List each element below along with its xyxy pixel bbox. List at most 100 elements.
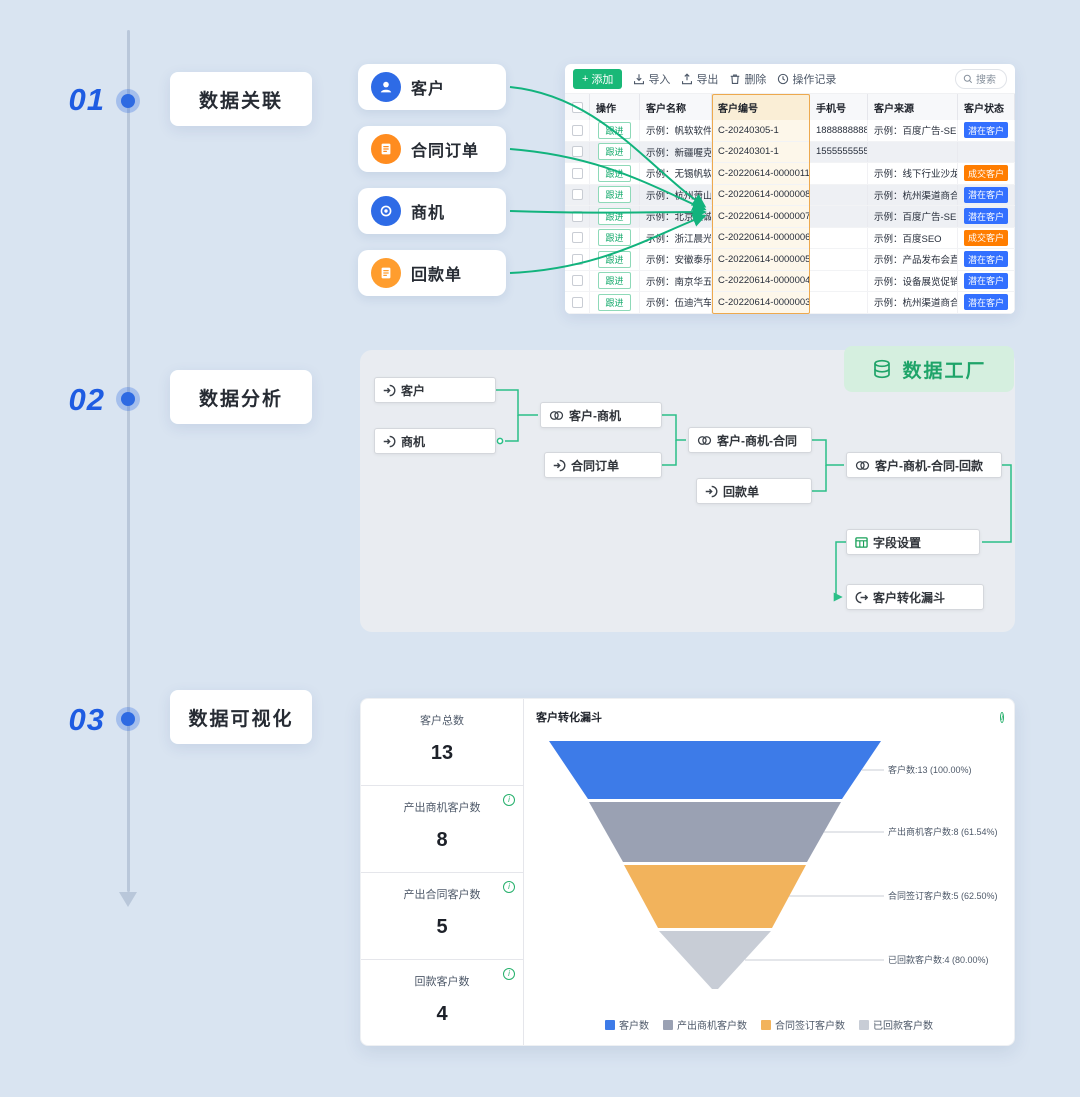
funnel-label: 客户数:13 (100.00%) — [888, 764, 972, 775]
add-button[interactable]: +添加 — [573, 68, 623, 89]
legend-item[interactable]: 合同签订客户数 — [761, 1017, 845, 1032]
legend-label: 产出商机客户数 — [677, 1021, 747, 1032]
search-input[interactable]: 搜索 — [955, 68, 1007, 89]
info-icon[interactable]: i — [503, 794, 515, 806]
follow-button[interactable]: 跟进 — [598, 143, 631, 161]
input-icon — [553, 459, 566, 472]
table-row[interactable]: 跟进示例：南京华五机械C-20220614-0000004示例：设备展览促销会潜… — [565, 270, 1015, 292]
funnel-label: 合同签订客户数:5 (62.50%) — [888, 890, 998, 901]
flow-node-conversion-funnel[interactable]: 客户转化漏斗 — [846, 584, 984, 610]
entity-label: 客户 — [411, 81, 446, 98]
table-row[interactable]: 跟进示例：安徽泰乐集团C-20220614-0000005示例：产品发布会直播潜… — [565, 249, 1015, 271]
row-checkbox[interactable] — [571, 167, 583, 179]
funnel-segment[interactable] — [624, 865, 806, 928]
follow-button[interactable]: 跟进 — [598, 207, 631, 225]
legend-label: 已回款客户数 — [873, 1021, 933, 1032]
timeline-dot-3 — [121, 712, 135, 726]
table-row[interactable]: 跟进示例：北京天诚软件...C-20220614-0000007示例：百度广告-… — [565, 206, 1015, 228]
column-header-source[interactable]: 客户来源 — [868, 94, 958, 120]
legend-item[interactable]: 产出商机客户数 — [663, 1017, 747, 1032]
import-button[interactable]: 导入 — [633, 69, 670, 89]
legend-item[interactable]: 客户数 — [605, 1017, 649, 1032]
follow-button[interactable]: 跟进 — [598, 186, 631, 204]
phone-cell — [810, 270, 868, 291]
flow-node-payment[interactable]: 回款单 — [696, 478, 812, 504]
follow-button[interactable]: 跟进 — [598, 164, 631, 182]
row-checkbox[interactable] — [571, 210, 583, 222]
table-row[interactable]: 跟进示例：帆软软件有限...C-20240305-118888888881示例：… — [565, 120, 1015, 142]
row-checkbox[interactable] — [571, 124, 583, 136]
column-header-customer-name[interactable]: 客户名称 — [640, 94, 712, 120]
operation-log-label: 操作记录 — [792, 73, 837, 86]
timeline-line — [127, 30, 130, 892]
flow-node-customer[interactable]: 客户 — [374, 377, 496, 403]
follow-button[interactable]: 跟进 — [598, 121, 631, 139]
operation-log-button[interactable]: 操作记录 — [777, 69, 836, 89]
receipt-icon — [371, 258, 401, 288]
funnel-segment[interactable] — [549, 741, 881, 799]
source-cell: 示例：百度SEO — [868, 227, 958, 248]
info-icon[interactable]: i — [503, 881, 515, 893]
customer-name-cell: 示例：浙江晨光文具... — [640, 227, 712, 248]
funnel-segment[interactable] — [659, 931, 771, 989]
flow-node-customer-opportunity[interactable]: 客户-商机 — [540, 402, 662, 428]
row-checkbox[interactable] — [571, 232, 583, 244]
entity-card[interactable]: 商机 — [358, 188, 506, 234]
export-label: 导出 — [696, 73, 719, 86]
row-checkbox[interactable] — [571, 189, 583, 201]
info-icon[interactable]: i — [503, 968, 515, 980]
header-checkbox[interactable] — [571, 101, 583, 113]
table-row[interactable]: 跟进示例：无锡帆软软件C-20220614-0000011示例：线下行业沙龙成交… — [565, 163, 1015, 185]
customer-id-cell: C-20240301-1 — [712, 141, 810, 162]
follow-button[interactable]: 跟进 — [598, 272, 631, 290]
delete-button[interactable]: 删除 — [729, 69, 766, 89]
source-cell: 示例：设备展览促销会 — [868, 270, 958, 291]
export-button[interactable]: 导出 — [681, 69, 718, 89]
column-header-operation[interactable]: 操作 — [590, 94, 640, 120]
funnel-segment[interactable] — [589, 802, 841, 862]
legend-item[interactable]: 已回款客户数 — [859, 1017, 933, 1032]
row-checkbox[interactable] — [571, 275, 583, 287]
legend-label: 合同签订客户数 — [775, 1021, 845, 1032]
flow-node-label: 客户转化漏斗 — [873, 590, 946, 605]
follow-button[interactable]: 跟进 — [598, 293, 631, 311]
follow-button[interactable]: 跟进 — [598, 250, 631, 268]
column-header-customer-id[interactable]: 客户编号 — [712, 94, 810, 120]
source-cell — [868, 141, 958, 162]
funnel-label: 产出商机客户数:8 (61.54%) — [888, 826, 998, 837]
customer-name-cell: 示例：无锡帆软软件 — [640, 163, 712, 184]
flow-node-opportunity[interactable]: 商机 — [374, 428, 496, 454]
column-header-phone[interactable]: 手机号 — [810, 94, 868, 120]
customer-name-cell: 示例：伍迪汽车有限... — [640, 292, 712, 313]
phone-cell: 18888888881 — [810, 120, 868, 141]
flow-node-full-join[interactable]: 客户-商机-合同-回款 — [846, 452, 1002, 478]
customer-name-cell: 示例：新疆喔克水果... — [640, 141, 712, 162]
flow-node-field-settings[interactable]: 字段设置 — [846, 529, 980, 555]
follow-button[interactable]: 跟进 — [598, 229, 631, 247]
add-button-label: 添加 — [591, 73, 614, 86]
customer-name-cell: 示例：安徽泰乐集团 — [640, 249, 712, 270]
customer-id-cell: C-20220614-0000011 — [712, 163, 810, 184]
table-row[interactable]: 跟进示例：浙江晨光文具...C-20220614-0000006示例：百度SEO… — [565, 227, 1015, 249]
customer-id-cell: C-20220614-0000008 — [712, 184, 810, 205]
stat-label: 产出商机客户数 — [403, 802, 481, 814]
row-checkbox[interactable] — [571, 296, 583, 308]
flow-node-customer-opportunity-contract[interactable]: 客户-商机-合同 — [688, 427, 812, 453]
status-badge: 潜在客户 — [964, 294, 1009, 311]
entity-card[interactable]: 回款单 — [358, 250, 506, 296]
entity-card[interactable]: 合同订单 — [358, 126, 506, 172]
table-header-row: 操作 客户名称 客户编号 手机号 客户来源 客户状态 — [565, 94, 1015, 120]
table-row[interactable]: 跟进示例：杭州萧山国际...C-20220614-0000008示例：杭州渠道商… — [565, 184, 1015, 206]
stat-value: 13 — [430, 742, 454, 764]
row-checkbox[interactable] — [571, 146, 583, 158]
status-badge: 潜在客户 — [964, 186, 1009, 203]
info-icon[interactable]: i — [1000, 712, 1004, 723]
phone-cell — [810, 292, 868, 313]
table-row[interactable]: 跟进示例：伍迪汽车有限...C-20220614-0000003示例：杭州渠道商… — [565, 292, 1015, 314]
entity-card[interactable]: 客户 — [358, 64, 506, 110]
row-checkbox[interactable] — [571, 253, 583, 265]
flow-node-contract-order[interactable]: 合同订单 — [544, 452, 662, 478]
column-header-status[interactable]: 客户状态 — [958, 94, 1015, 120]
import-icon — [633, 73, 645, 85]
